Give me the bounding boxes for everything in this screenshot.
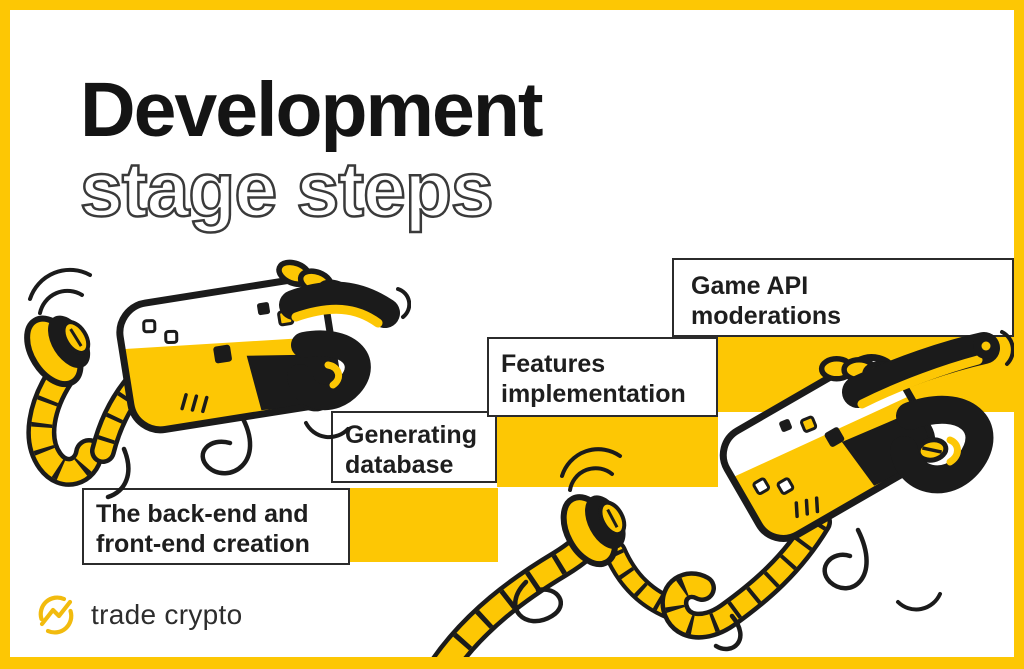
- cable-connector-disc: [560, 494, 627, 568]
- thin-wire: [105, 412, 253, 500]
- step-tread-3: [718, 337, 1014, 412]
- step-box-game-api-moderations: Game API moderations: [672, 258, 1014, 337]
- step-label-line: Generating: [345, 421, 477, 449]
- step-label-line: implementation: [501, 380, 686, 408]
- curled-thumb: [890, 395, 994, 494]
- step-tread-1: [350, 488, 498, 562]
- brand-name: trade crypto: [91, 599, 243, 630]
- cable-connector-disc: [24, 315, 91, 388]
- frame-border-bottom: [0, 657, 1024, 669]
- step-label-line: Game API: [691, 272, 809, 300]
- brand-logo: trade crypto: [34, 592, 242, 638]
- thin-wire: [513, 527, 869, 652]
- motion-arcs: [28, 267, 92, 315]
- step-box-backend-frontend: The back-end and front-end creation: [82, 488, 350, 565]
- step-label-line: Features: [501, 350, 606, 378]
- page-title: Development: [80, 67, 544, 153]
- step-box-generating-database: Generating database: [331, 411, 497, 483]
- step-box-features-implementation: Features implementation: [487, 337, 718, 417]
- step-label-line: database: [345, 451, 454, 479]
- cable-hose: [660, 508, 832, 640]
- frame-border-top: [0, 0, 1024, 10]
- pointing-finger: [279, 281, 400, 328]
- page-subtitle: stage steps: [79, 147, 495, 233]
- curled-thumb: [287, 330, 371, 411]
- cable-hose: [90, 350, 171, 464]
- cable-hose: [603, 540, 687, 622]
- step-label-line: The back-end and: [96, 500, 309, 528]
- frame-border-right: [1014, 0, 1024, 669]
- step-label-line: moderations: [691, 302, 842, 330]
- trade-crypto-logo-icon: [38, 595, 74, 635]
- step-label-line: front-end creation: [96, 530, 310, 558]
- frame-border-left: [0, 0, 10, 669]
- step-tread-2: [497, 411, 718, 487]
- cable-hose: [26, 362, 104, 487]
